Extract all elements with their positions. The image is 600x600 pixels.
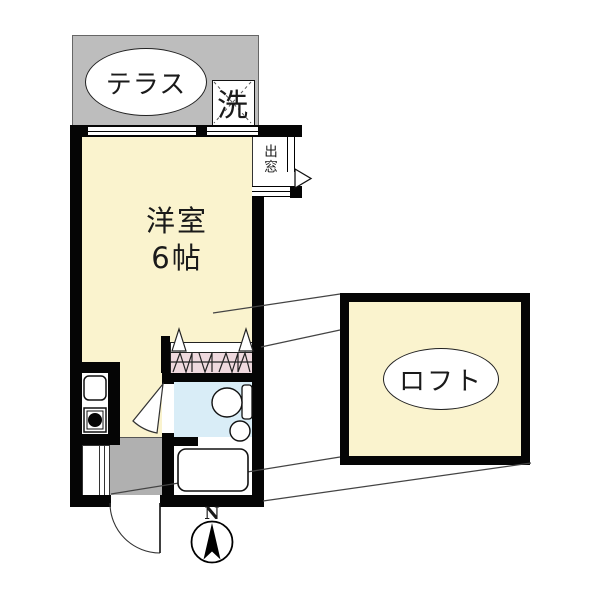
bay-window-label: 出窓	[261, 143, 277, 175]
wall-kitchen-bottom	[70, 434, 120, 445]
north-arrow-icon	[203, 523, 221, 560]
hallway-area	[120, 362, 162, 438]
main-room-label: 洋室 6帖	[117, 203, 237, 277]
wall-bathroom-mid	[162, 437, 198, 446]
bathroom-area	[174, 382, 252, 437]
bay-window-glass	[287, 137, 295, 172]
window-top-1-line	[88, 130, 196, 132]
refrigerator-space	[82, 445, 110, 497]
loft-label: ロフト	[398, 366, 483, 397]
terrace-label: テラス	[105, 69, 187, 100]
loft-bubble: ロフト	[383, 348, 499, 410]
refrigerator-door-line	[104, 445, 105, 495]
window-top-2-line	[207, 130, 258, 132]
wall-right	[252, 186, 264, 507]
wall-bay-corner	[290, 186, 302, 198]
washer-label: 洗	[217, 88, 248, 124]
wall-left	[70, 125, 82, 507]
entrance-door-arc	[109, 502, 161, 554]
main-room-area	[82, 137, 252, 362]
bay-window-area	[252, 137, 289, 186]
compass	[190, 520, 234, 564]
entrance-area	[110, 437, 163, 496]
loft-ladder-hatch	[170, 352, 254, 375]
kitchen-area	[82, 373, 108, 434]
refrigerator-door-line	[99, 445, 100, 495]
wall-kitchen-right	[108, 362, 120, 445]
wall-ladder-stub	[161, 336, 170, 373]
compass-label: N	[204, 504, 220, 524]
main-room-size: 6帖	[151, 241, 203, 275]
wall-bathroom-top	[162, 373, 264, 382]
terrace-bubble: テラス	[85, 48, 207, 116]
main-room-name: 洋室	[145, 204, 208, 238]
wall-kitchen-top	[70, 362, 120, 373]
bay-window-sill-line	[252, 191, 290, 192]
